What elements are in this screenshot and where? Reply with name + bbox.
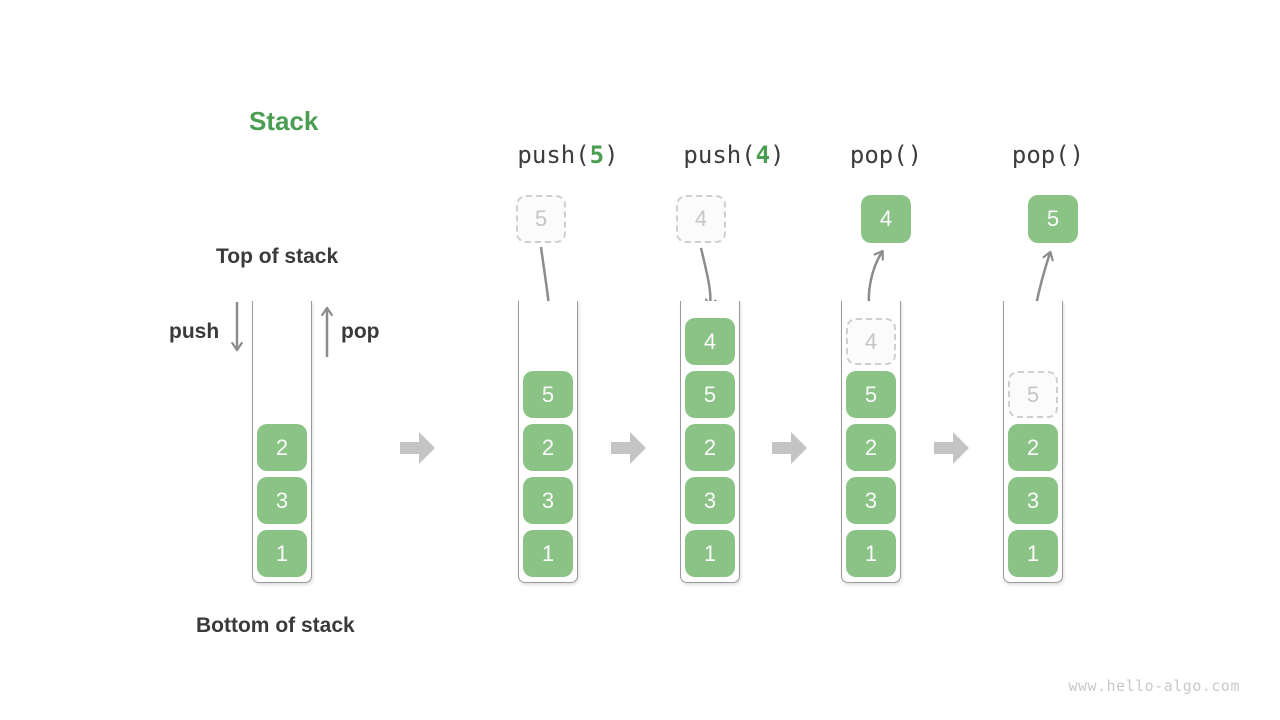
top-of-stack-label: Top of stack: [216, 245, 339, 268]
pop-label: pop: [341, 320, 380, 343]
stack-item: 3: [257, 477, 307, 524]
flow-arrow-icon: [611, 432, 646, 464]
stack-item: 4: [685, 318, 735, 365]
stack-item: 2: [1008, 424, 1058, 471]
op-prefix: pop(: [849, 141, 908, 169]
op-prefix: pop(: [1011, 141, 1070, 169]
stack-item: 5: [685, 371, 735, 418]
push-label: push: [169, 320, 220, 343]
op-suffix: ): [1069, 141, 1085, 169]
diagram-title: Stack: [249, 106, 319, 136]
stack-item: 2: [523, 424, 573, 471]
stack-item: 2: [846, 424, 896, 471]
stack-item: 3: [685, 477, 735, 524]
stack-item: 2: [257, 424, 307, 471]
op-arg: 5: [589, 141, 605, 169]
op-suffix: ): [604, 141, 619, 169]
popped-item: 4: [861, 195, 911, 243]
bottom-of-stack-label: Bottom of stack: [196, 614, 355, 637]
pushed-item-preview: 4: [676, 195, 726, 243]
ghost-item: 4: [846, 318, 896, 365]
pushed-item-preview: 5: [516, 195, 566, 243]
stack-item: 3: [523, 477, 573, 524]
operation-label-pop-second: pop(): [1011, 141, 1085, 169]
stack-item: 1: [846, 530, 896, 577]
operation-label-push5: push(5): [517, 141, 619, 169]
stack-item: 1: [1008, 530, 1058, 577]
op-prefix: push(: [683, 141, 756, 169]
op-arg: 4: [755, 141, 771, 169]
op-prefix: push(: [517, 141, 590, 169]
ghost-item: 5: [1008, 371, 1058, 418]
popped-item: 5: [1028, 195, 1078, 243]
stack-item: 5: [523, 371, 573, 418]
stack-item: 3: [1008, 477, 1058, 524]
stack-item: 2: [685, 424, 735, 471]
operation-label-push4: push(4): [683, 141, 785, 169]
op-suffix: ): [907, 141, 923, 169]
stack-item: 1: [685, 530, 735, 577]
op-suffix: ): [770, 141, 785, 169]
stack-item: 5: [846, 371, 896, 418]
flow-arrow-icon: [772, 432, 807, 464]
stack-item: 1: [523, 530, 573, 577]
push4-transfer-arrow-icon: [699, 247, 717, 309]
watermark: www.hello-algo.com: [1068, 677, 1240, 695]
stack-item: 3: [846, 477, 896, 524]
stack-item: 1: [257, 530, 307, 577]
flow-arrow-icon: [934, 432, 969, 464]
flow-arrow-icon: [400, 432, 435, 464]
operation-label-pop-first: pop(): [849, 141, 923, 169]
